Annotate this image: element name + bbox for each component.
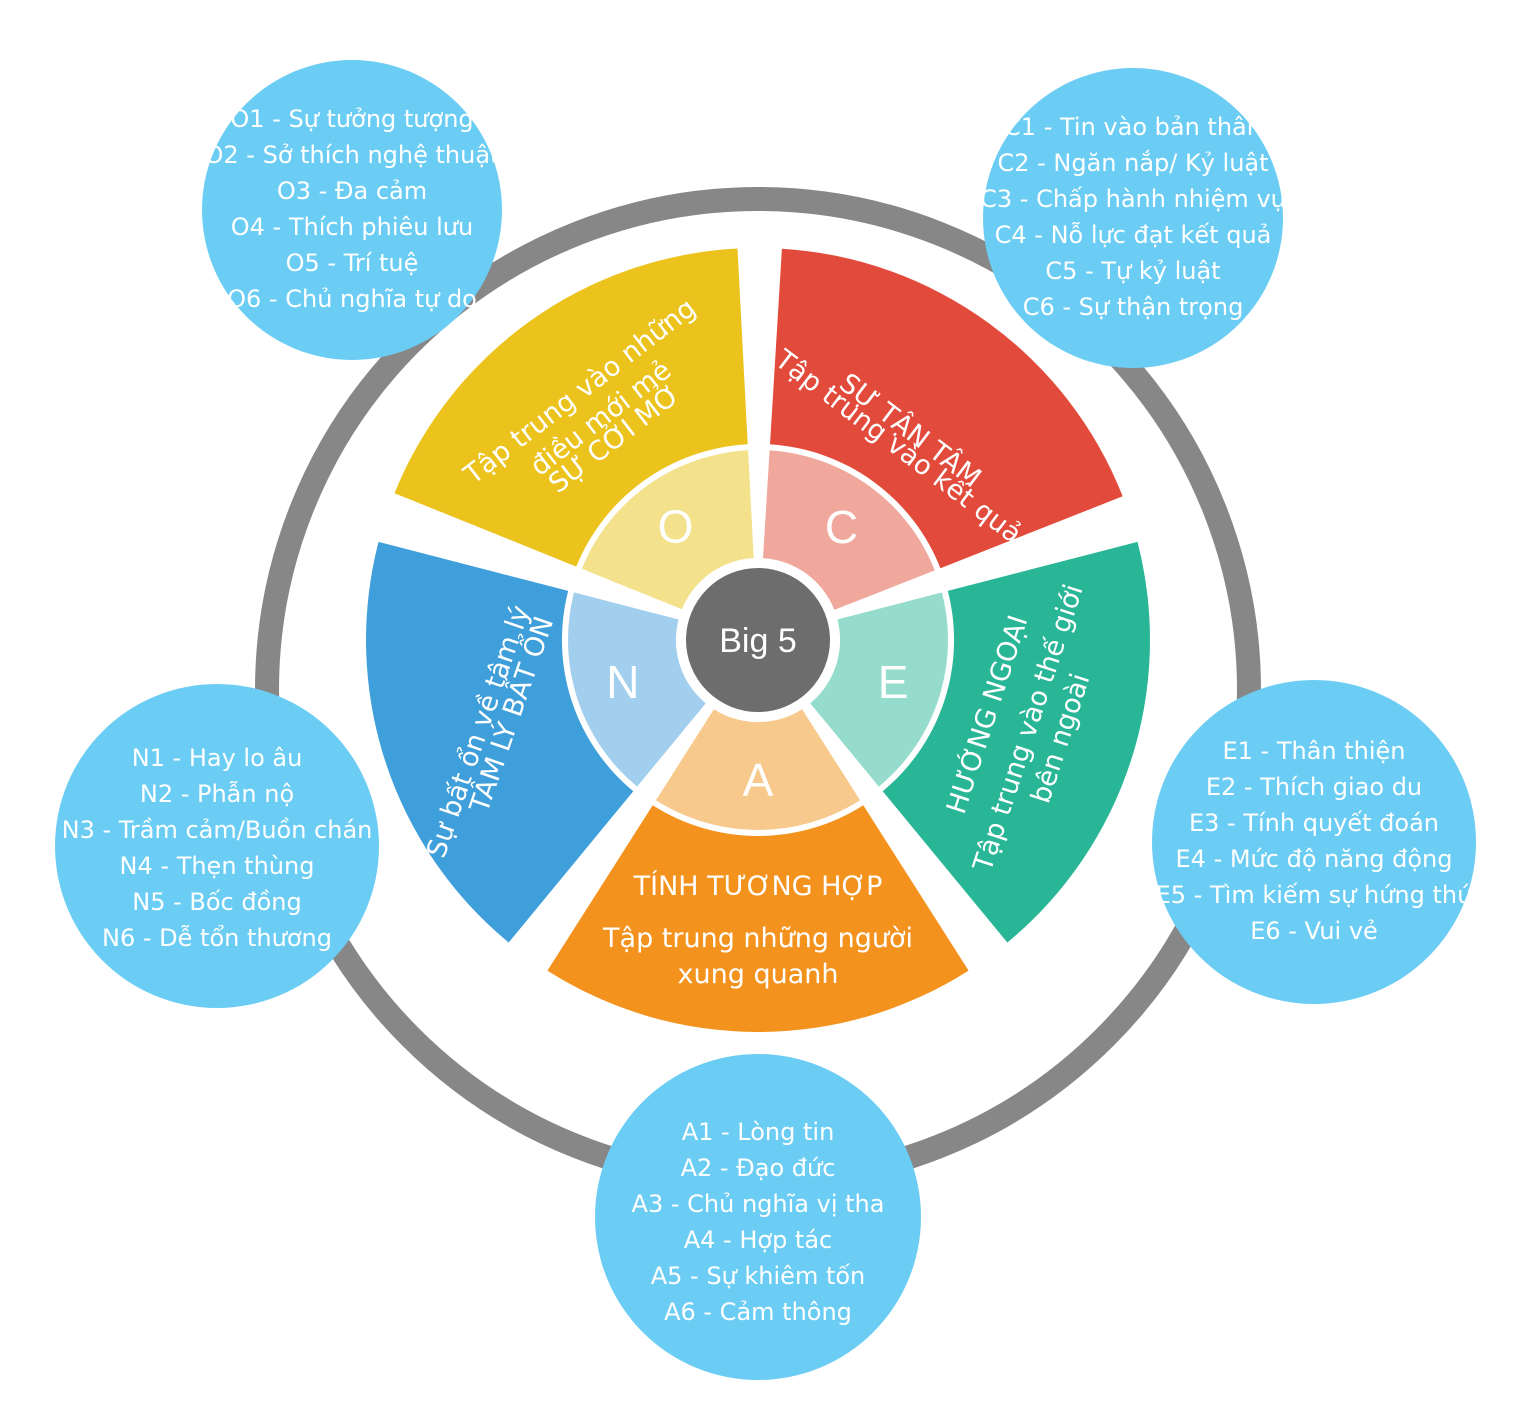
bubble-e: E1 - Thân thiện E2 - Thích giao du E3 - Tí… <box>1152 680 1476 1004</box>
segment-desc-a-2: xung quanh <box>678 959 839 990</box>
segment-desc-a-1: Tập trung những người <box>602 923 913 954</box>
facet-o6: O6 - Chủ nghĩa tự do <box>227 285 477 313</box>
bubble-n: N1 - Hay lo âu N2 - Phẫn nộ N3 - Trầm cảm/… <box>55 684 379 1008</box>
facet-n5: N5 - Bốc đồng <box>132 888 301 916</box>
bubble-o: O1 - Sự tưởng tượng O2 - Sở thích nghệ th… <box>202 60 502 360</box>
facet-c4: C4 - Nỗ lực đạt kết quả <box>995 220 1272 249</box>
bubble-circle-e <box>1152 680 1476 1004</box>
segment-c <box>770 248 1123 569</box>
letter-c: C <box>825 501 858 553</box>
facet-n2: N2 - Phẫn nộ <box>140 779 294 808</box>
segment-o <box>394 248 748 567</box>
inner-wedge-e <box>810 592 948 787</box>
facet-e6: E6 - Vui vẻ <box>1250 917 1378 945</box>
inner-wedge-n <box>568 592 706 787</box>
segment-e <box>882 541 1150 943</box>
facet-c6: C6 - Sự thận trọng <box>1023 293 1244 321</box>
letter-o: O <box>658 500 694 552</box>
bubble-circle-a <box>595 1054 921 1380</box>
facet-a6: A6 - Cảm thông <box>664 1298 852 1326</box>
trait-segments <box>366 248 1150 1032</box>
bubble-circle-c <box>983 68 1283 368</box>
facet-e2: E2 - Thích giao du <box>1206 773 1422 801</box>
bubble-circle-n <box>55 684 379 1008</box>
segment-desc-group-a-2: xung quanh <box>678 959 839 990</box>
facet-e4: E4 - Mức độ năng động <box>1176 845 1453 873</box>
inner-wedge-c <box>763 450 935 610</box>
segment-a <box>547 805 969 1032</box>
center-hub: Big 5 <box>676 558 840 722</box>
bubble-c: C1 - Tin vào bản thân C2 - Ngăn nắp/ Kỷ l… <box>980 68 1286 368</box>
letter-n: N <box>606 656 639 708</box>
inner-wedge-a <box>655 709 861 830</box>
facet-a3: A3 - Chủ nghĩa vị tha <box>632 1190 885 1218</box>
facet-o5: O5 - Trí tuệ <box>286 249 419 277</box>
letter-e: E <box>878 656 909 708</box>
center-label: Big 5 <box>719 622 797 660</box>
facet-n3: N3 - Trầm cảm/Buồn chán <box>62 816 373 844</box>
segment-title-a: TÍNH TƯƠNG HỢP <box>633 870 883 902</box>
facet-a2: A2 - Đạo đức <box>681 1154 836 1182</box>
facet-a1: A1 - Lòng tin <box>682 1118 835 1146</box>
center-circle <box>676 558 840 722</box>
facet-o1: O1 - Sự tưởng tượng <box>230 105 473 133</box>
facet-o3: O3 - Đa cảm <box>277 177 427 205</box>
bubble-circle-o <box>202 60 502 360</box>
segment-title-group-a: TÍNH TƯƠNG HỢP <box>633 870 883 902</box>
facet-n6: N6 - Dễ tổn thương <box>102 923 332 952</box>
facet-o2: O2 - Sở thích nghệ thuật <box>205 141 500 169</box>
facet-n1: N1 - Hay lo âu <box>132 744 303 772</box>
facet-a4: A4 - Hợp tác <box>684 1226 833 1254</box>
inner-wedge-o <box>581 450 754 610</box>
bubble-a: A1 - Lòng tin A2 - Đạo đức A3 - Chủ nghĩa … <box>595 1054 921 1380</box>
letter-a: A <box>743 754 774 806</box>
facet-e3: E3 - Tính quyết đoán <box>1189 809 1439 837</box>
segment-n <box>366 541 634 943</box>
facet-c5: C5 - Tự kỷ luật <box>1045 257 1220 285</box>
facet-e5: E5 - Tìm kiếm sự hứng thú <box>1156 881 1473 909</box>
segment-desc-group-a-1: Tập trung những người <box>602 923 913 954</box>
facet-bubbles: O1 - Sự tưởng tượng O2 - Sở thích nghệ th… <box>55 60 1476 1380</box>
facet-c1: C1 - Tin vào bản thân <box>1004 113 1262 141</box>
facet-a5: A5 - Sự khiêm tốn <box>651 1262 866 1290</box>
facet-e1: E1 - Thân thiện <box>1222 737 1405 765</box>
trait-inner-wedges <box>568 450 948 830</box>
facet-o4: O4 - Thích phiêu lưu <box>231 213 473 241</box>
facet-c3: C3 - Chấp hành nhiệm vụ <box>980 185 1286 213</box>
facet-n4: N4 - Thẹn thùng <box>120 852 315 880</box>
facet-c2: C2 - Ngăn nắp/ Kỷ luật <box>997 148 1268 177</box>
